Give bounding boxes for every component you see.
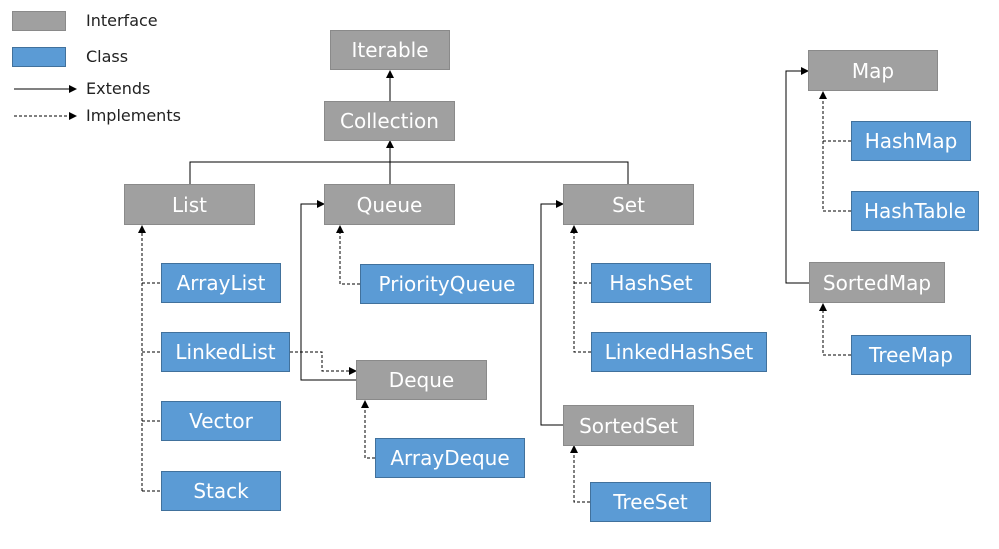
node-hashtable: HashTable <box>851 191 979 231</box>
node-map: Map <box>808 50 938 91</box>
node-treemap: TreeMap <box>851 335 971 375</box>
node-collection: Collection <box>324 101 455 141</box>
legend-interface-swatch <box>12 11 66 31</box>
node-stack: Stack <box>161 471 281 511</box>
node-deque: Deque <box>356 360 487 400</box>
edge-hashtable-map <box>819 91 851 212</box>
node-list: List <box>124 184 255 225</box>
node-linkedlist: LinkedList <box>161 332 290 372</box>
legend-class-swatch <box>12 47 66 67</box>
node-linkedhashset: LinkedHashSet <box>591 332 767 372</box>
node-hashmap: HashMap <box>851 121 971 161</box>
node-treeset: TreeSet <box>590 482 711 522</box>
edge-treeset-sortedset <box>570 445 590 503</box>
node-set: Set <box>563 184 694 225</box>
edge-list-queue-set-bus <box>189 161 629 184</box>
node-hashset: HashSet <box>591 263 711 303</box>
node-priorityqueue: PriorityQueue <box>360 264 534 304</box>
node-vector: Vector <box>161 401 281 441</box>
legend-class-label: Class <box>86 47 129 66</box>
legend-interface-label: Interface <box>86 11 158 30</box>
edge-linkedlist-deque <box>290 351 357 375</box>
node-arraylist: ArrayList <box>161 263 281 303</box>
node-arraydeque: ArrayDeque <box>375 438 525 478</box>
edge-priorityqueue-queue <box>336 225 360 285</box>
edge-arraydeque-deque <box>361 400 375 459</box>
edge-sortedset-set <box>540 200 564 426</box>
edge-sortedmap-map <box>785 67 809 284</box>
node-sortedmap: SortedMap <box>809 262 945 303</box>
legend-implements-label: Implements <box>86 106 181 125</box>
edge-deque-queue <box>300 200 356 381</box>
legend-extends-label: Extends <box>86 79 151 98</box>
node-sortedset: SortedSet <box>563 405 694 446</box>
node-iterable: Iterable <box>330 30 450 70</box>
edge-linkedhashset-set <box>570 225 591 353</box>
edge-treemap-sortedmap <box>819 303 851 356</box>
node-queue: Queue <box>324 184 455 225</box>
